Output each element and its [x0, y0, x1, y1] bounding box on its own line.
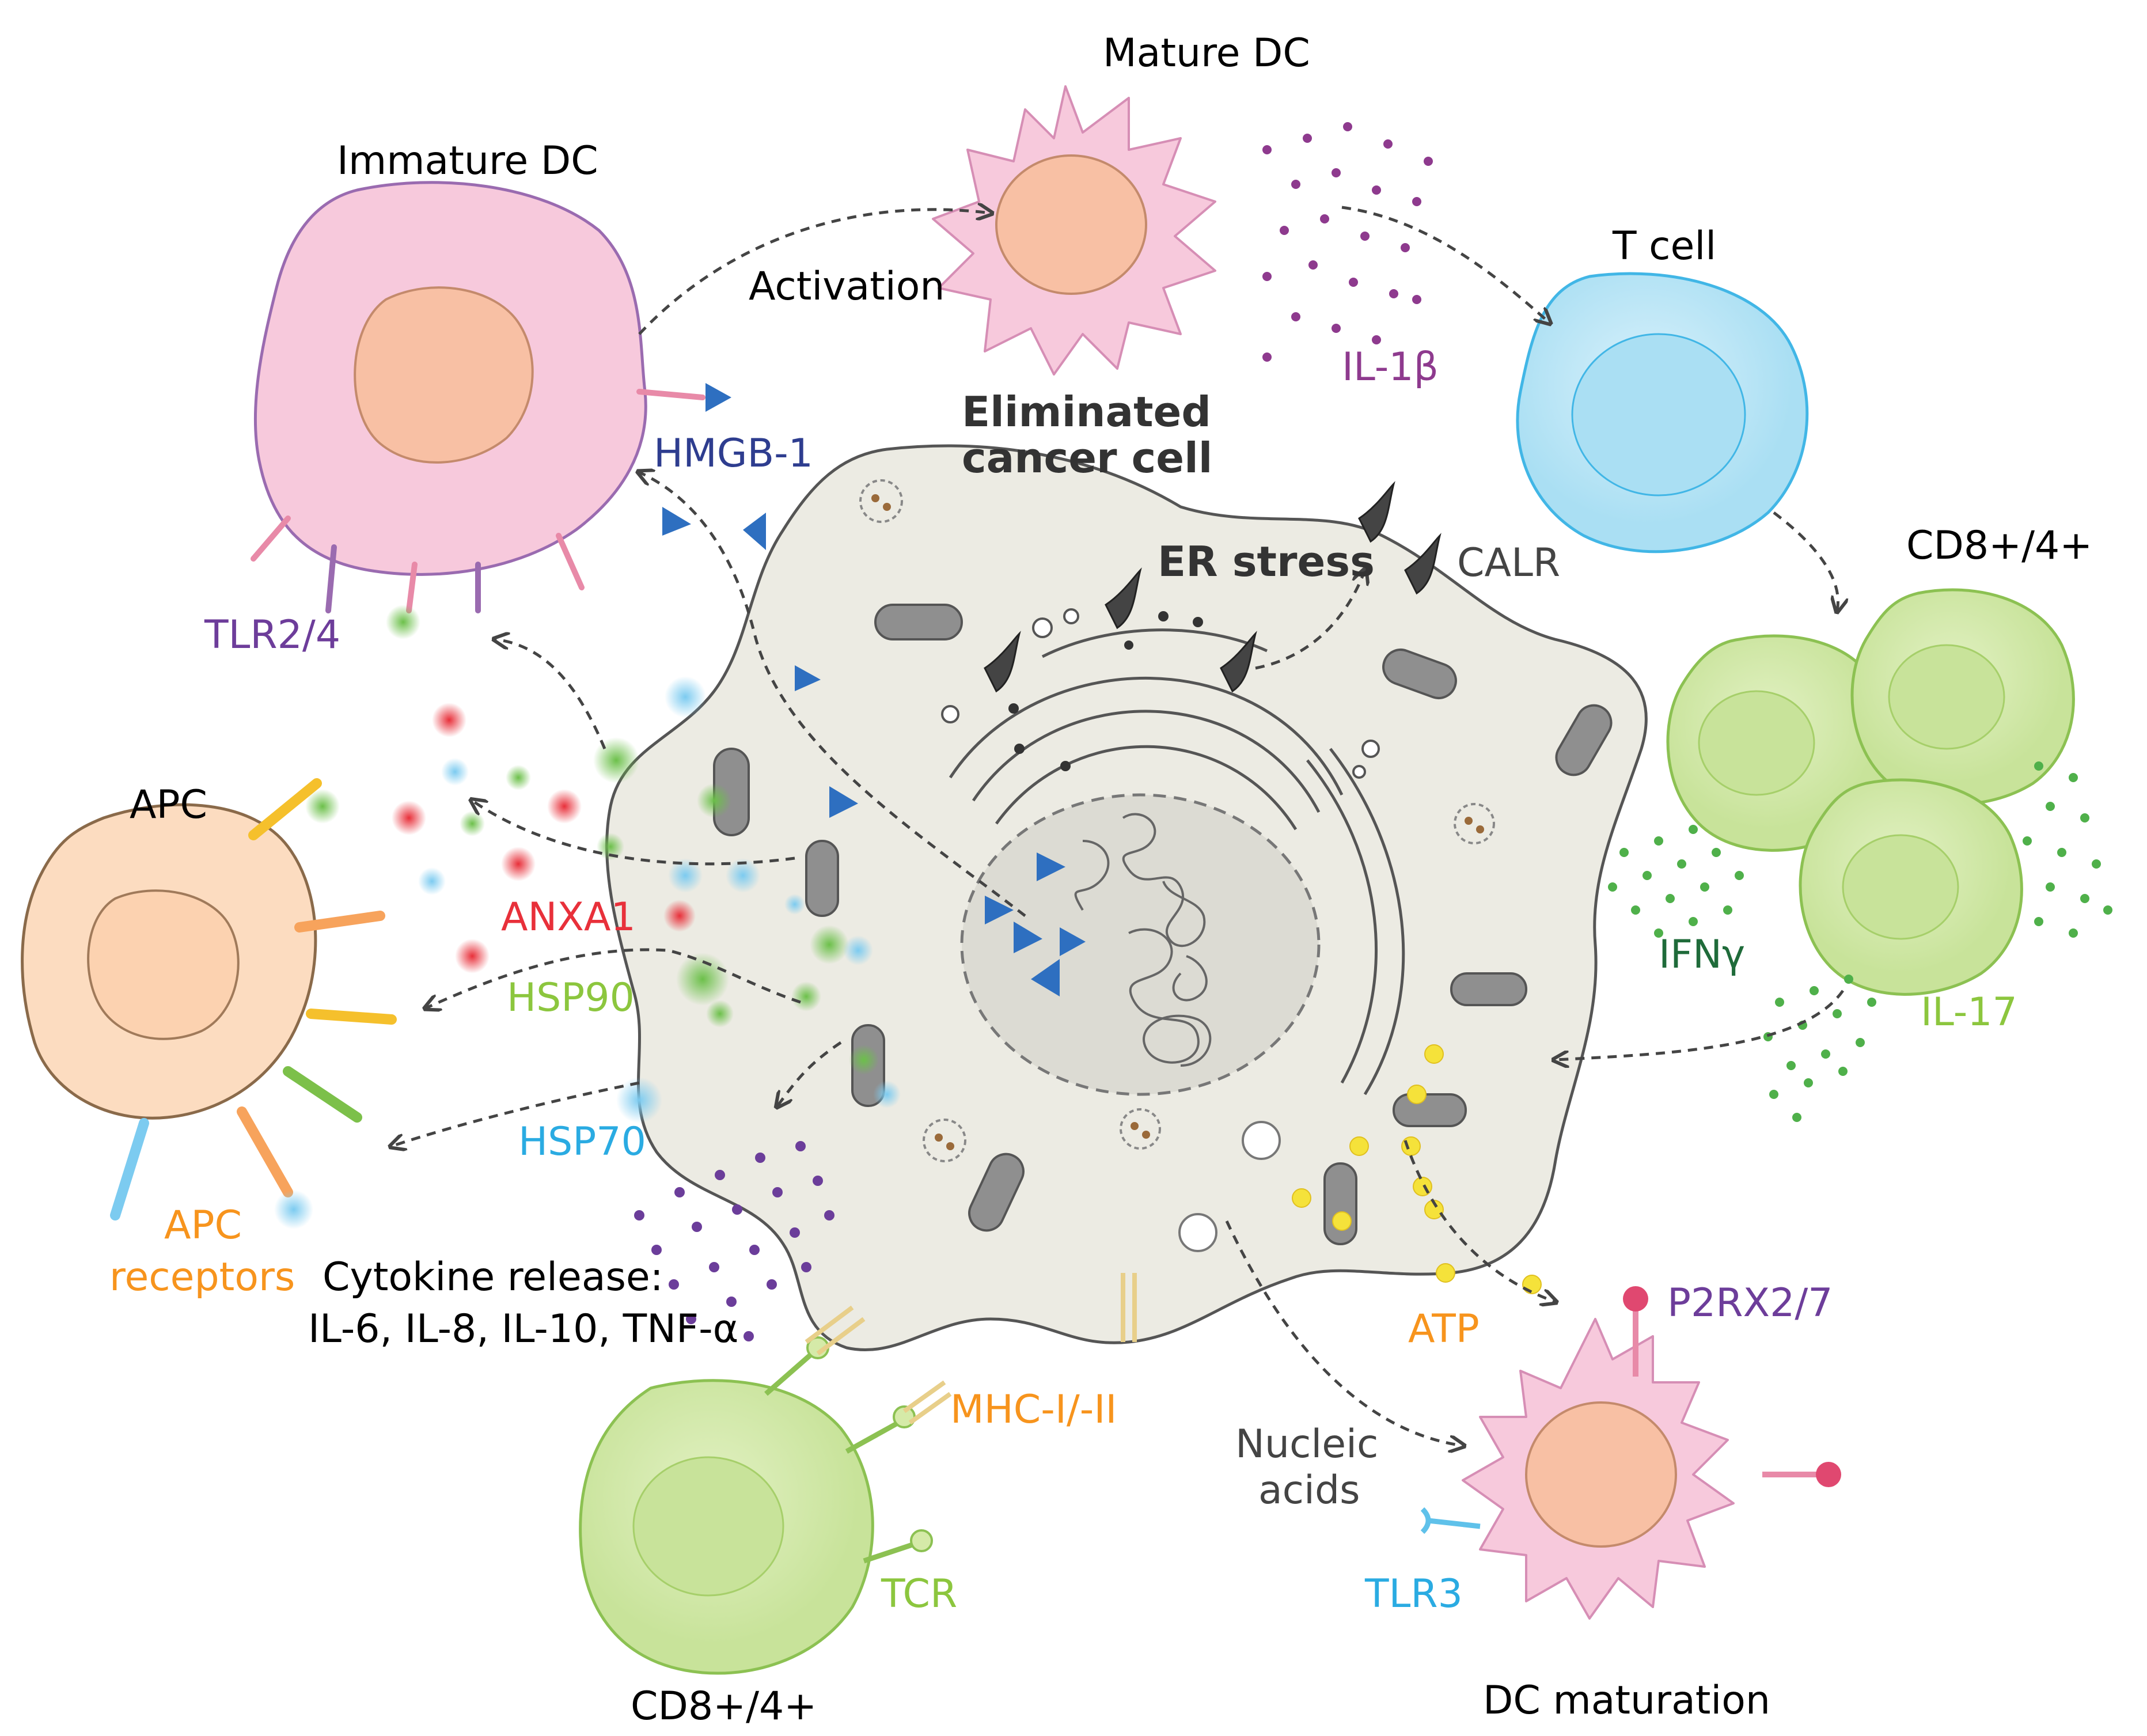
- label-hsp70: HSP70: [518, 1119, 646, 1165]
- label-cytokine-line1: Cytokine release:: [323, 1254, 663, 1300]
- lysosomes: [859, 479, 1495, 1162]
- label-hsp90: HSP90: [507, 975, 635, 1021]
- label-nucleic-line2: acids: [1258, 1468, 1360, 1513]
- label-cd8-bottom: CD8+/4+: [631, 1684, 817, 1729]
- label-tlr24: TLR2/4: [204, 612, 340, 658]
- label-atp: ATP: [1408, 1306, 1480, 1352]
- label-calr: CALR: [1457, 540, 1560, 586]
- label-hmgb1: HMGB-1: [654, 431, 813, 476]
- label-p2rx: P2RX2/7: [1667, 1280, 1833, 1326]
- label-mhc: MHC-I/-II: [950, 1387, 1117, 1432]
- chromatin: [1128, 928, 1212, 1067]
- ifng-dots: [1608, 761, 2112, 1122]
- apc-nucleus: [87, 889, 240, 1040]
- endoplasmic-reticulum: [949, 628, 1405, 1096]
- hmgb1-molecules: [662, 507, 1086, 996]
- label-cd8-right: CD8+/4+: [1906, 523, 2092, 568]
- label-cytokine-line2: IL-6, IL-8, IL-10, TNF-α: [308, 1306, 738, 1352]
- hsp-bound: [386, 605, 420, 639]
- label-apc-receptors-line2: receptors: [109, 1254, 295, 1300]
- label-dc-maturation: DC maturation: [1483, 1678, 1770, 1723]
- cd8-bottom-nucleus: [632, 1456, 784, 1597]
- t-cell: [1516, 272, 1809, 554]
- label-apc-receptors-line1: APC: [164, 1203, 242, 1248]
- immature-dc-nucleus: [354, 286, 534, 464]
- mature-dc-nucleus: [995, 154, 1147, 295]
- damp-molecules: [274, 676, 901, 1229]
- label-mature-dc: Mature DC: [1103, 31, 1310, 76]
- tlr-receptors: [251, 389, 705, 613]
- maturing-dc-nucleus: [1525, 1401, 1677, 1548]
- lysosome-contents: [871, 494, 1484, 1150]
- calr-proteins: [984, 481, 1442, 693]
- label-apc: APC: [130, 782, 207, 828]
- chromatin: [1074, 813, 1206, 947]
- label-il1b: IL-1β: [1342, 344, 1439, 390]
- label-t-cell: T cell: [1612, 223, 1716, 269]
- p2rx-receptors: [1623, 1286, 1841, 1487]
- maturing-dc-cell: [1420, 1286, 1841, 1620]
- mature-dc-cell: [932, 85, 1216, 376]
- label-er-stress: ER stress: [1158, 537, 1375, 586]
- er-vesicles: [941, 608, 1380, 779]
- nucleic-acid-particles: [1178, 1121, 1281, 1252]
- immature-dc-cell: [251, 181, 731, 639]
- mitochondria: [713, 604, 1613, 1245]
- cytokine-dots: [634, 1141, 834, 1341]
- label-activation: Activation: [749, 264, 944, 309]
- mhc-complexes: [805, 1273, 1137, 1425]
- hmgb1-bound: [705, 383, 731, 412]
- t-cell-nucleus: [1571, 333, 1746, 496]
- label-immature-dc: Immature DC: [337, 138, 598, 184]
- label-tcr: TCR: [881, 1571, 957, 1617]
- label-nucleic-line1: Nucleic: [1235, 1422, 1378, 1467]
- ribosomes: [1008, 611, 1203, 771]
- apc-receptors: [110, 778, 397, 1220]
- label-tlr3: TLR3: [1364, 1571, 1463, 1617]
- tlr3-receptor: [1420, 1507, 1481, 1534]
- tcr-receptors: [764, 1351, 917, 1564]
- label-anxa1: ANXA1: [501, 894, 636, 940]
- il1b-dots: [1262, 122, 1433, 362]
- label-il17: IL-17: [1921, 990, 2017, 1035]
- apc-cell: [21, 778, 397, 1220]
- label-ifng: IFNγ: [1659, 932, 1745, 977]
- cd8-cell-cluster-right: [1666, 588, 2075, 996]
- diagram-labels: Immature DC Mature DC Activation IL-1β T…: [109, 31, 2092, 1729]
- label-eliminated-line1: Eliminated: [962, 388, 1211, 436]
- cd8-cell-bottom: [579, 1336, 933, 1675]
- pathway-arrows: [392, 207, 1843, 1446]
- label-eliminated-line2: cancer cell: [962, 434, 1212, 482]
